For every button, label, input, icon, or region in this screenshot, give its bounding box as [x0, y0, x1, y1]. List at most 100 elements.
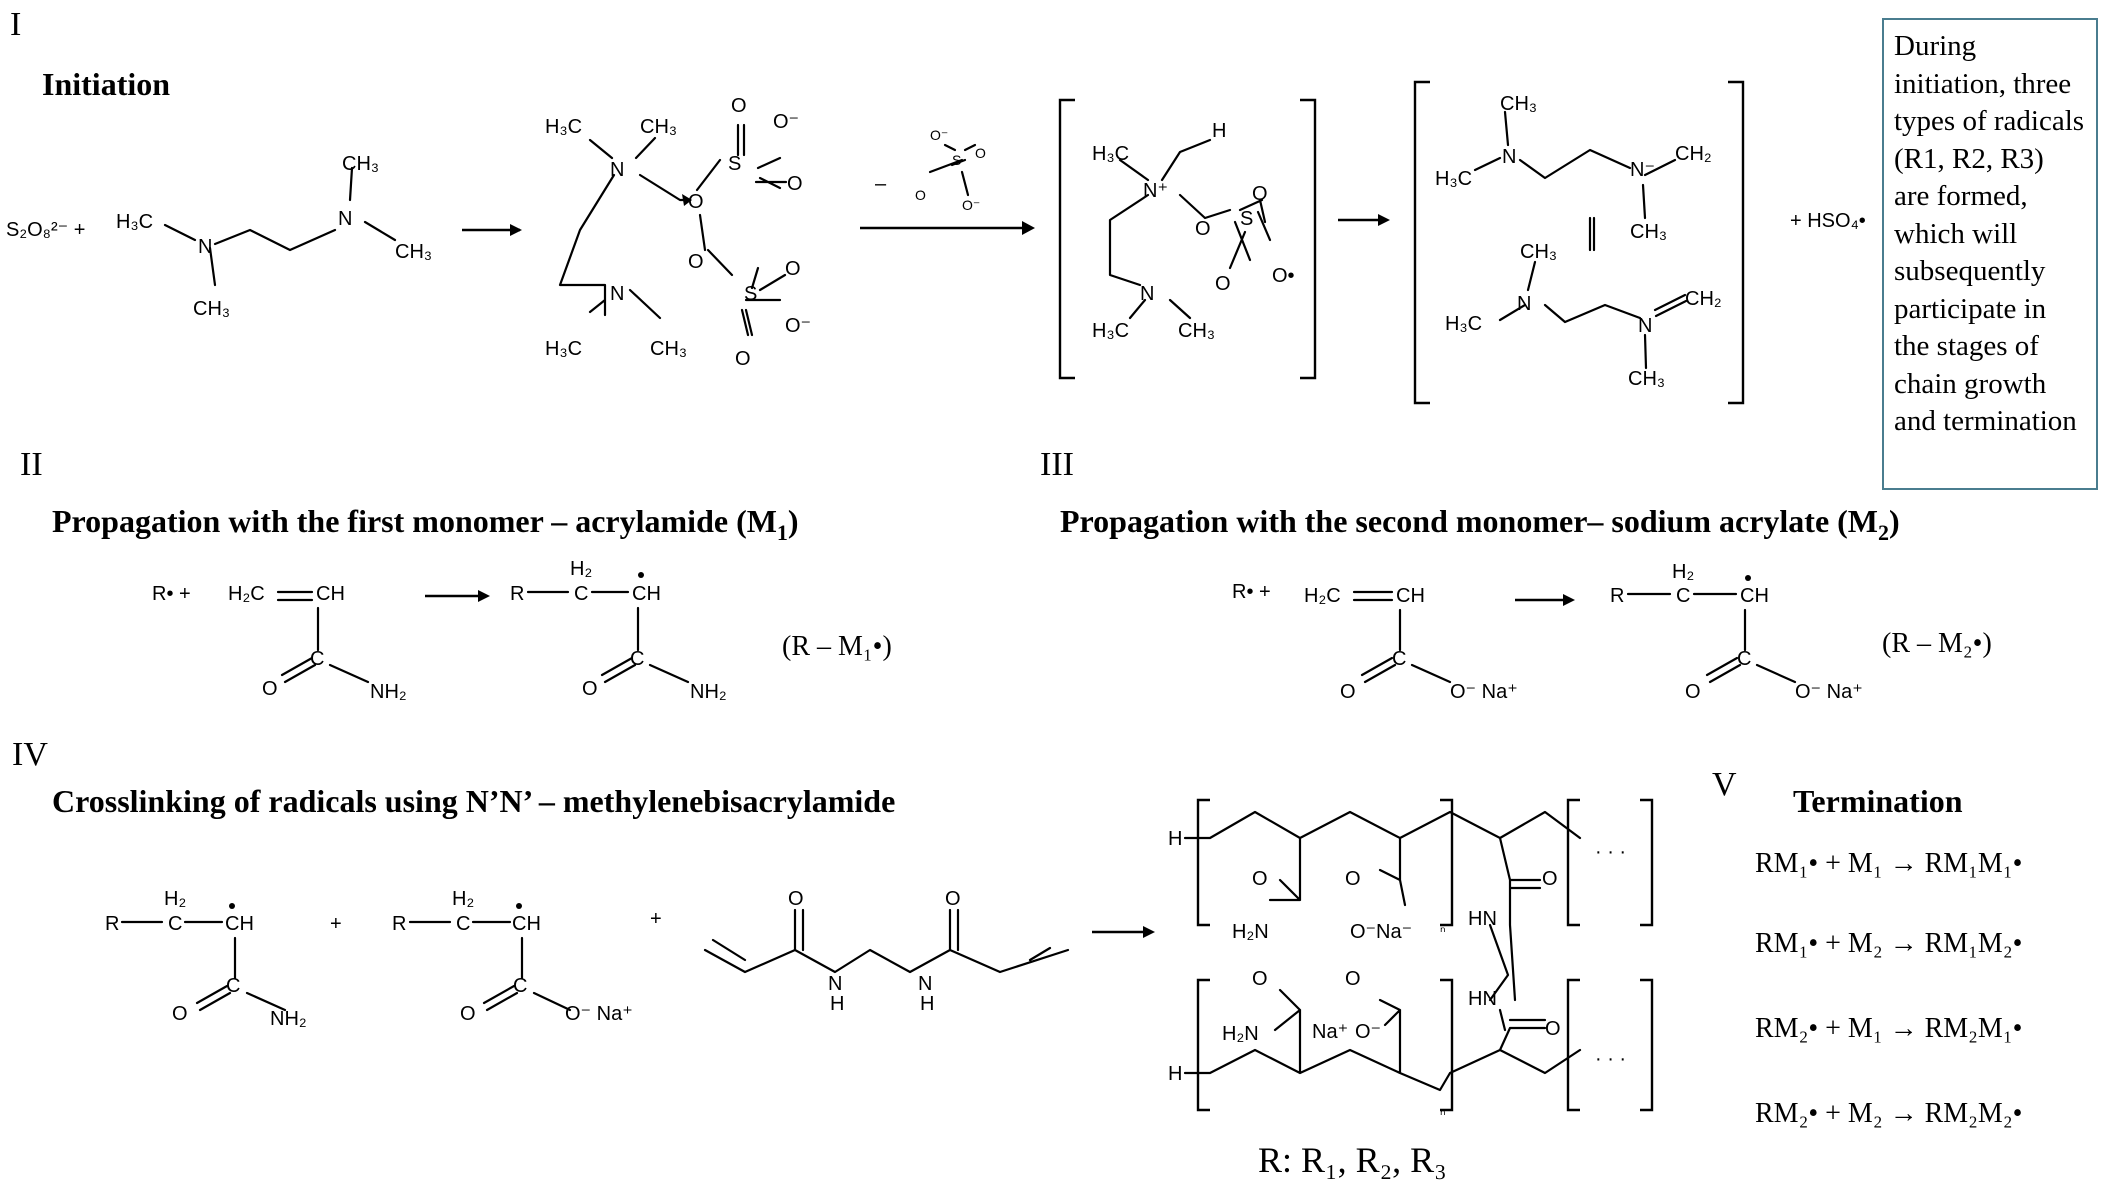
- atom-label: CH₂: [1675, 143, 1712, 165]
- atom-label: H₂: [164, 888, 186, 910]
- heading-termination: Termination: [1793, 783, 1963, 819]
- atom-label: O: [731, 95, 747, 117]
- atom-label: HN: [1468, 988, 1497, 1010]
- atom-label: C: [574, 583, 588, 605]
- atom-label: N: [1517, 293, 1531, 315]
- atom-label: CH₃: [640, 116, 677, 138]
- atom-label: O: [1340, 681, 1356, 703]
- minus-sign: –: [875, 173, 887, 195]
- atom-label: H₂N: [1222, 1023, 1259, 1045]
- atom-label: O: [915, 187, 926, 203]
- atom-label: Na⁻: [1376, 921, 1412, 943]
- atom-label: O: [1215, 273, 1231, 295]
- plus-sign: +: [650, 908, 662, 930]
- bracket: [1058, 98, 1317, 380]
- plus-sign: +: [330, 913, 342, 935]
- arrow-head: [1378, 214, 1390, 226]
- termination-equation: RM₂• + M₁ → RM₂M₁•: [1755, 1013, 2022, 1044]
- atom-label: O: [688, 191, 704, 213]
- atom-label: R: [105, 913, 119, 935]
- sulfate-radical-leaving: O⁻ S O O O⁻: [915, 127, 986, 213]
- atom-label: CH: [512, 913, 541, 935]
- atom-label: H: [1212, 120, 1226, 142]
- atom-label: N: [610, 159, 624, 181]
- numeral-II: II: [20, 446, 43, 483]
- atom-label: O: [460, 1003, 476, 1025]
- sodium-acrylate-reaction: R• + H₂C CH C O O⁻ Na⁺ R H₂ C CH C O O⁻ …: [1232, 561, 1992, 703]
- atom-label: H₂C: [1304, 585, 1341, 607]
- heading-propagation-m1: Propagation with the first monomer – acr…: [52, 503, 799, 545]
- atom-label: O: [688, 251, 704, 273]
- termination-equation: RM₁• + M₁ → RM₁M₁•: [1755, 848, 2022, 879]
- persulfate-label: S₂O₈²⁻ +: [6, 219, 85, 241]
- atom-label: N: [610, 283, 624, 305]
- atom-label: O: [975, 145, 986, 161]
- intermediate-radical: H₃C H N⁺ O S O O O• N H₃C CH₃: [1092, 120, 1295, 342]
- atom-label: H₂C: [228, 583, 265, 605]
- atom-label: C: [513, 975, 527, 997]
- atom-label: H: [1168, 1063, 1182, 1085]
- atom-label: N: [828, 973, 842, 995]
- atom-label: O⁻ Na⁺: [1450, 681, 1518, 703]
- atom-label: H: [1168, 828, 1182, 850]
- atom-label: ₙ: [1440, 1102, 1446, 1118]
- atom-label: H₃C: [1435, 168, 1472, 190]
- atom-label: C: [1392, 648, 1406, 670]
- atom-label: O: [1252, 183, 1268, 205]
- acrylamide-reaction: R• + H₂C CH C O NH₂ R H₂ C CH C O NH₂ (R…: [152, 558, 892, 703]
- heading-initiation: Initiation: [42, 66, 170, 102]
- temed-molecule: H₃C N CH₃ N CH₃ CH₃: [116, 153, 432, 320]
- hso4-byproduct: + HSO₄•: [1790, 210, 1866, 232]
- atom-label: O⁻ Na⁺: [565, 1003, 633, 1025]
- numeral-V: V: [1712, 766, 1737, 803]
- chain-continuation: · · ·: [1595, 1048, 1626, 1070]
- atom-label: C: [310, 648, 324, 670]
- atom-label: H₃C: [545, 338, 582, 360]
- atom-label: O⁻: [785, 315, 811, 337]
- atom-label: O•: [1272, 265, 1295, 287]
- atom-label: N: [338, 208, 352, 230]
- atom-label: H₃C: [1092, 143, 1129, 165]
- atom-label: CH₃: [395, 241, 432, 263]
- resonance-radicals: CH₃ H₃C N N⁻ CH₂ CH₃ CH₃ H₃C N N CH₂ CH₃: [1435, 93, 1722, 390]
- atom-label: H₂: [570, 558, 592, 580]
- atom-label: C: [168, 913, 182, 935]
- atom-label: S: [728, 153, 741, 175]
- termination-equation: RM₂• + M₂ → RM₂M₂•: [1755, 1098, 2022, 1129]
- crosslinked-network: H O H₂N O O⁻ Na⁻ ₙ O HN · · · HN H O H₂N…: [1168, 798, 1654, 1118]
- crosslinking-reactants: R H₂ C CH C O NH₂ + R H₂ C CH C O O⁻ Na⁺…: [105, 888, 1070, 1030]
- atom-label: O⁻: [1350, 921, 1376, 943]
- atom-label: O: [1252, 868, 1268, 890]
- atom-label: NH₂: [370, 681, 407, 703]
- atom-label: S: [952, 152, 961, 168]
- atom-label: O⁻ Na⁺: [1795, 681, 1863, 703]
- numeral-IV: IV: [12, 736, 48, 773]
- product-label-m2: (R – M₂•): [1882, 628, 1992, 659]
- atom-label: O: [1195, 218, 1211, 240]
- atom-label: CH₃: [1628, 368, 1665, 390]
- atom-label: H: [830, 993, 844, 1015]
- atom-label: O: [262, 678, 278, 700]
- atom-label: O: [1545, 1018, 1561, 1040]
- atom-label: NH₂: [270, 1008, 307, 1030]
- atom-label: N: [1502, 146, 1516, 168]
- atom-label: C: [1676, 585, 1690, 607]
- atom-label: O: [945, 888, 961, 910]
- atom-label: H₃C: [545, 116, 582, 138]
- atom-label: N: [1140, 283, 1154, 305]
- atom-label: CH: [1740, 585, 1769, 607]
- atom-label: H₃C: [1445, 313, 1482, 335]
- atom-label: CH: [632, 583, 661, 605]
- termination-equation: RM₁• + M₂ → RM₁M₂•: [1755, 928, 2022, 959]
- atom-label: O⁻: [962, 197, 980, 213]
- r-definition: R: R₁, R₂, R₃: [1258, 1140, 1447, 1180]
- atom-label: R: [510, 583, 524, 605]
- atom-label: CH₃: [342, 153, 379, 175]
- atom-label: C: [630, 648, 644, 670]
- atom-label: CH₂: [1685, 288, 1722, 310]
- atom-label: S: [744, 283, 757, 305]
- atom-label: O⁻: [930, 127, 948, 143]
- atom-label: CH: [316, 583, 345, 605]
